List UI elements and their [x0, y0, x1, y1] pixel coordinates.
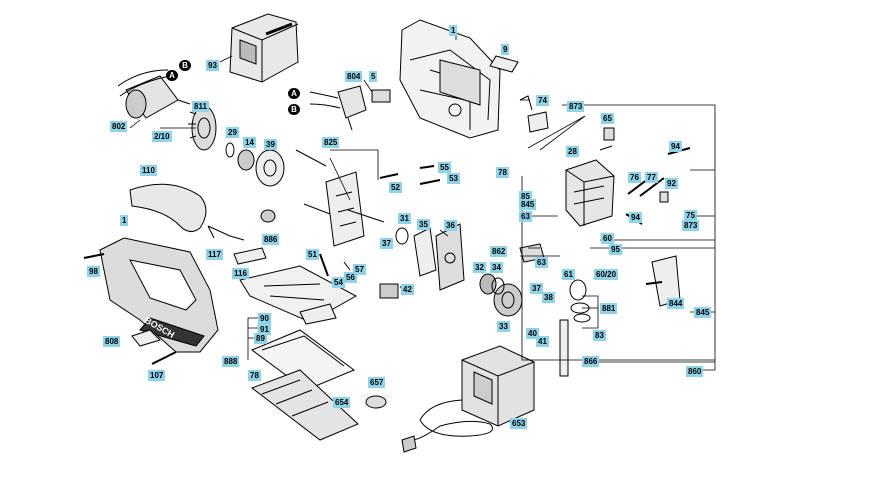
- part-label-845-right: 845: [694, 307, 712, 318]
- part-label-117: 117: [206, 249, 223, 260]
- part-label-653: 653: [510, 418, 528, 429]
- part-label-107: 107: [148, 370, 166, 381]
- part-label-35: 35: [417, 219, 430, 230]
- part-label-40: 40: [526, 328, 539, 339]
- part-label-36: 36: [444, 220, 457, 231]
- part-label-94-top: 94: [669, 141, 682, 152]
- part-label-60-20: 60/20: [594, 269, 619, 280]
- part-label-95: 95: [609, 244, 622, 255]
- connector-a-switch: A: [288, 88, 300, 99]
- part-label-31: 31: [398, 213, 411, 224]
- part-label-5: 5: [369, 71, 378, 82]
- charger-drawing: [401, 345, 535, 453]
- part-label-51: 51: [306, 249, 319, 260]
- part-label-1-main: 1: [120, 215, 129, 226]
- part-label-1: 1: [449, 25, 458, 36]
- part-label-92: 92: [665, 178, 678, 189]
- part-label-33: 33: [497, 321, 510, 332]
- part-label-881: 881: [600, 303, 618, 314]
- part-label-845-left: 845: [519, 199, 537, 210]
- housing-top-drawing: [399, 19, 501, 139]
- part-label-63-lower: 63: [535, 257, 548, 268]
- part-label-32: 32: [473, 262, 486, 273]
- part-label-74: 74: [536, 95, 549, 106]
- part-label-52: 52: [389, 182, 402, 193]
- part-label-78-top: 78: [496, 167, 509, 178]
- part-label-89: 89: [254, 333, 267, 344]
- part-label-63-top: 63: [519, 211, 532, 222]
- part-label-14: 14: [243, 137, 256, 148]
- motor-drawing: [117, 69, 191, 119]
- housing-main-drawing: [99, 237, 219, 353]
- part-label-53: 53: [447, 173, 460, 184]
- part-label-90: 90: [258, 313, 271, 324]
- part-label-110: 110: [140, 165, 157, 176]
- battery-pack-drawing: [229, 13, 299, 83]
- part-label-55: 55: [438, 162, 451, 173]
- part-label-91: 91: [258, 324, 271, 335]
- part-label-873-right: 873: [682, 220, 700, 231]
- part-label-65: 65: [601, 113, 614, 124]
- part-label-866: 866: [582, 356, 600, 367]
- part-label-41: 41: [536, 336, 549, 347]
- part-label-83: 83: [593, 330, 606, 341]
- pendulum-assembly-drawing: [519, 95, 615, 377]
- part-label-886: 886: [262, 234, 280, 245]
- part-label-811: 811: [192, 101, 209, 112]
- part-label-77: 77: [645, 172, 658, 183]
- stroke-plate-drawing: [295, 149, 385, 247]
- part-label-37-lower: 37: [530, 283, 543, 294]
- part-label-34: 34: [490, 262, 503, 273]
- part-label-2-10: 2/10: [152, 131, 172, 142]
- part-label-54: 54: [332, 277, 345, 288]
- part-label-9: 9: [501, 44, 510, 55]
- part-label-57: 57: [353, 264, 366, 275]
- part-label-844: 844: [667, 298, 685, 309]
- part-label-75: 75: [684, 210, 697, 221]
- part-label-60: 60: [601, 233, 614, 244]
- part-label-802: 802: [110, 121, 128, 132]
- part-label-93: 93: [206, 60, 219, 71]
- switch-drawing: [309, 85, 391, 131]
- part-label-76: 76: [628, 172, 641, 183]
- part-label-29: 29: [226, 127, 239, 138]
- part-label-860: 860: [686, 366, 704, 377]
- part-label-42: 42: [401, 284, 414, 295]
- part-label-37-upper: 37: [380, 238, 393, 249]
- part-label-888: 888: [222, 356, 240, 367]
- part-label-862: 862: [490, 246, 508, 257]
- part-label-825: 825: [322, 137, 340, 148]
- part-label-804: 804: [345, 71, 363, 82]
- part-label-98: 98: [87, 266, 100, 277]
- part-label-78-bottom: 78: [248, 370, 261, 381]
- part-label-28: 28: [566, 146, 579, 157]
- part-label-56: 56: [344, 272, 357, 283]
- part-label-85: 85: [519, 191, 532, 202]
- part-label-116: 116: [232, 268, 249, 279]
- connector-b-motor: B: [179, 60, 191, 71]
- part-label-654: 654: [333, 397, 351, 408]
- part-label-873-top: 873: [567, 101, 585, 112]
- part-label-61: 61: [562, 269, 575, 280]
- part-label-94-mid: 94: [629, 212, 642, 223]
- connector-a-motor: A: [166, 70, 178, 81]
- part-label-657: 657: [368, 377, 386, 388]
- connector-b-switch: B: [288, 104, 300, 115]
- part-label-808: 808: [103, 336, 121, 347]
- part-label-39: 39: [264, 139, 277, 150]
- part-label-38: 38: [542, 292, 555, 303]
